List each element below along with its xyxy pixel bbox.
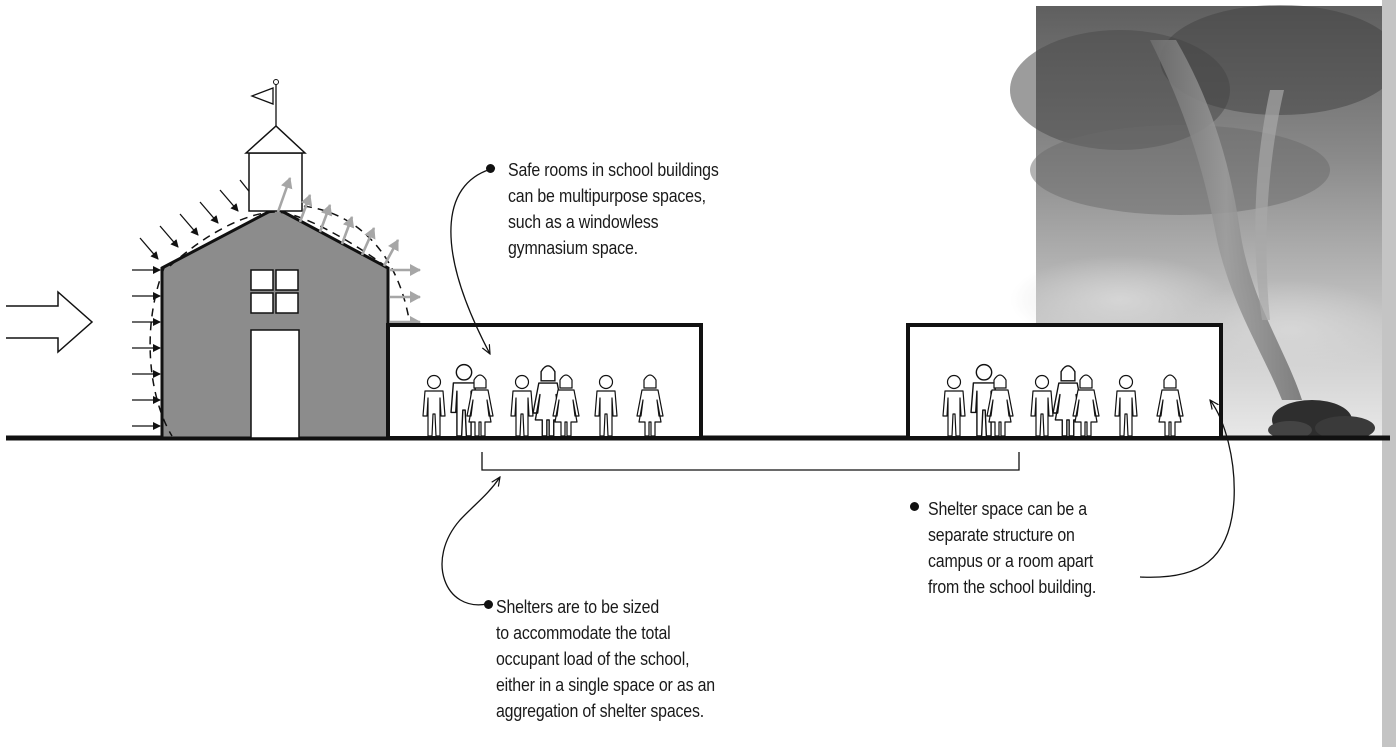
- callout-line: Shelter space can be a: [928, 496, 1096, 522]
- wall-pressure-arrows: [132, 270, 160, 426]
- callout-line: such as a windowless: [508, 209, 719, 235]
- callout-sizing: Shelters are to be sized to accommodate …: [496, 594, 715, 724]
- aggregation-bracket: [482, 452, 1019, 470]
- callout-line: either in a single space or as an: [496, 672, 715, 698]
- bullet-dot: [910, 502, 919, 511]
- callout-line: Shelters are to be sized: [496, 594, 715, 620]
- leader-sizing: [442, 477, 500, 605]
- door-icon: [251, 330, 299, 438]
- callout-separate-structure: Shelter space can be a separate structur…: [928, 496, 1096, 600]
- callout-safe-rooms: Safe rooms in school buildings can be mu…: [508, 157, 719, 261]
- callout-line: separate structure on: [928, 522, 1096, 548]
- school-building: [150, 80, 410, 439]
- flag-icon: [252, 88, 273, 104]
- callout-line: aggregation of shelter spaces.: [496, 698, 715, 724]
- callout-line: to accommodate the total: [496, 620, 715, 646]
- callout-line: from the school building.: [928, 574, 1096, 600]
- callout-line: campus or a room apart: [928, 548, 1096, 574]
- wind-arrow-icon: [6, 292, 92, 352]
- callout-line: occupant load of the school,: [496, 646, 715, 672]
- bullet-dot: [486, 164, 495, 173]
- callout-line: gymnasium space.: [508, 235, 719, 261]
- callout-line: can be multipurpose spaces,: [508, 183, 719, 209]
- bullet-dot: [484, 600, 493, 609]
- callout-line: Safe rooms in school buildings: [508, 157, 719, 183]
